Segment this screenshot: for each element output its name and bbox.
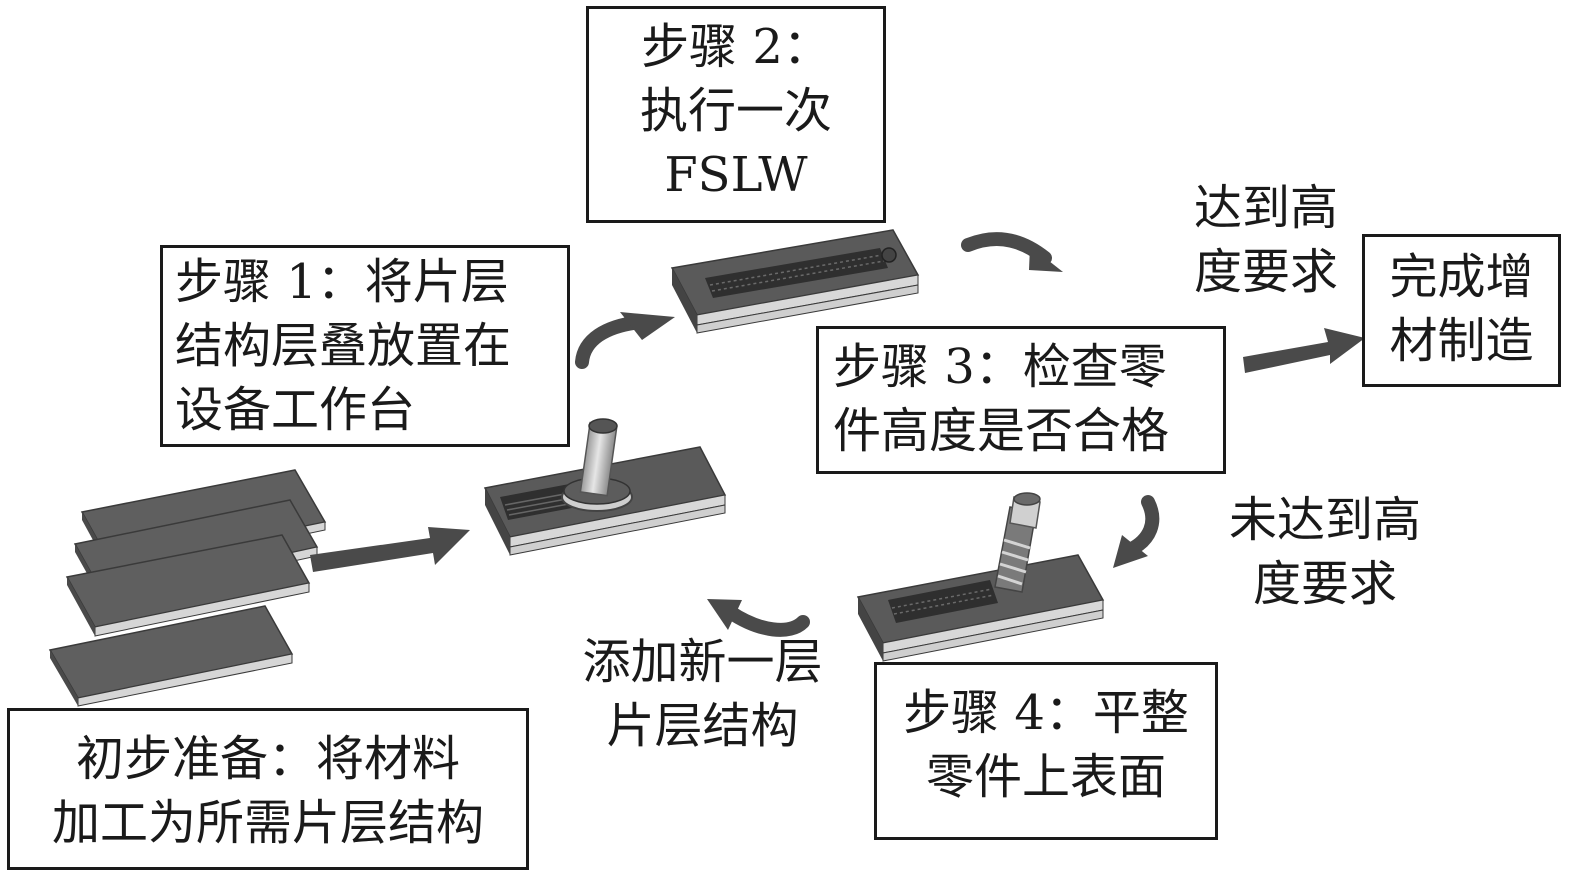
- pass-label-line-2: 度要求: [1193, 244, 1338, 300]
- step2-box: 步骤 2： 执行一次 FSLW: [586, 6, 886, 223]
- fail-label-line-1: 未达到高: [1228, 492, 1421, 548]
- pass-label-line-1: 达到高: [1193, 180, 1338, 236]
- add-layer-line-1: 添加新一层: [582, 634, 823, 690]
- milling-part-illustration: [856, 492, 1105, 662]
- prep-line-2: 加工为所需片层结构: [51, 795, 484, 851]
- welded-part-illustration: [670, 229, 920, 334]
- done-line-2: 材制造: [1389, 313, 1534, 369]
- step3-line-2: 件高度是否合格: [833, 403, 1170, 459]
- fslw-tool: [561, 418, 633, 512]
- step2-line-1: 步骤 2：: [641, 19, 831, 75]
- pass-label: 达到高 度要求: [1180, 176, 1352, 304]
- done-box: 完成增 材制造: [1362, 234, 1561, 387]
- step2-line-3: FSLW: [664, 147, 808, 203]
- step2-line-2: 执行一次: [639, 83, 832, 139]
- stacked-plates-illustration: [48, 469, 327, 707]
- step4-line-1: 步骤 4：平整: [903, 685, 1189, 741]
- step1-line-3: 设备工作台: [175, 382, 416, 438]
- fail-label-line-2: 度要求: [1252, 556, 1397, 612]
- plate-separate: [48, 605, 294, 707]
- arrow-to-milling: [1113, 495, 1160, 568]
- step4-line-2: 零件上表面: [925, 749, 1166, 805]
- milling-cutter: [994, 492, 1041, 593]
- step4-box: 步骤 4：平整 零件上表面: [874, 662, 1218, 840]
- add-layer-label: 添加新一层 片层结构: [560, 630, 845, 758]
- plate-lower: [65, 534, 311, 637]
- arrow-add-layer: [707, 599, 810, 637]
- fixture-with-tool-illustration: [483, 418, 727, 556]
- arrow-to-step3: [961, 232, 1063, 272]
- step3-line-1: 步骤 3：检查零: [833, 339, 1167, 395]
- step1-line-2: 结构层叠放置在: [175, 318, 512, 374]
- arrow-to-welded-part: [575, 312, 675, 369]
- arrow-to-done: [1243, 328, 1365, 373]
- done-line-1: 完成增: [1389, 249, 1534, 305]
- step1-box: 步骤 1：将片层 结构层叠放置在 设备工作台: [160, 245, 570, 447]
- step1-line-1: 步骤 1：将片层: [175, 254, 509, 310]
- prep-line-1: 初步准备：将材料: [75, 731, 460, 787]
- arrow-to-fixture: [310, 527, 470, 572]
- add-layer-line-2: 片层结构: [606, 698, 799, 754]
- step3-box: 步骤 3：检查零 件高度是否合格: [816, 326, 1226, 474]
- prep-box: 初步准备：将材料 加工为所需片层结构: [7, 708, 529, 870]
- fail-label: 未达到高 度要求: [1210, 488, 1440, 616]
